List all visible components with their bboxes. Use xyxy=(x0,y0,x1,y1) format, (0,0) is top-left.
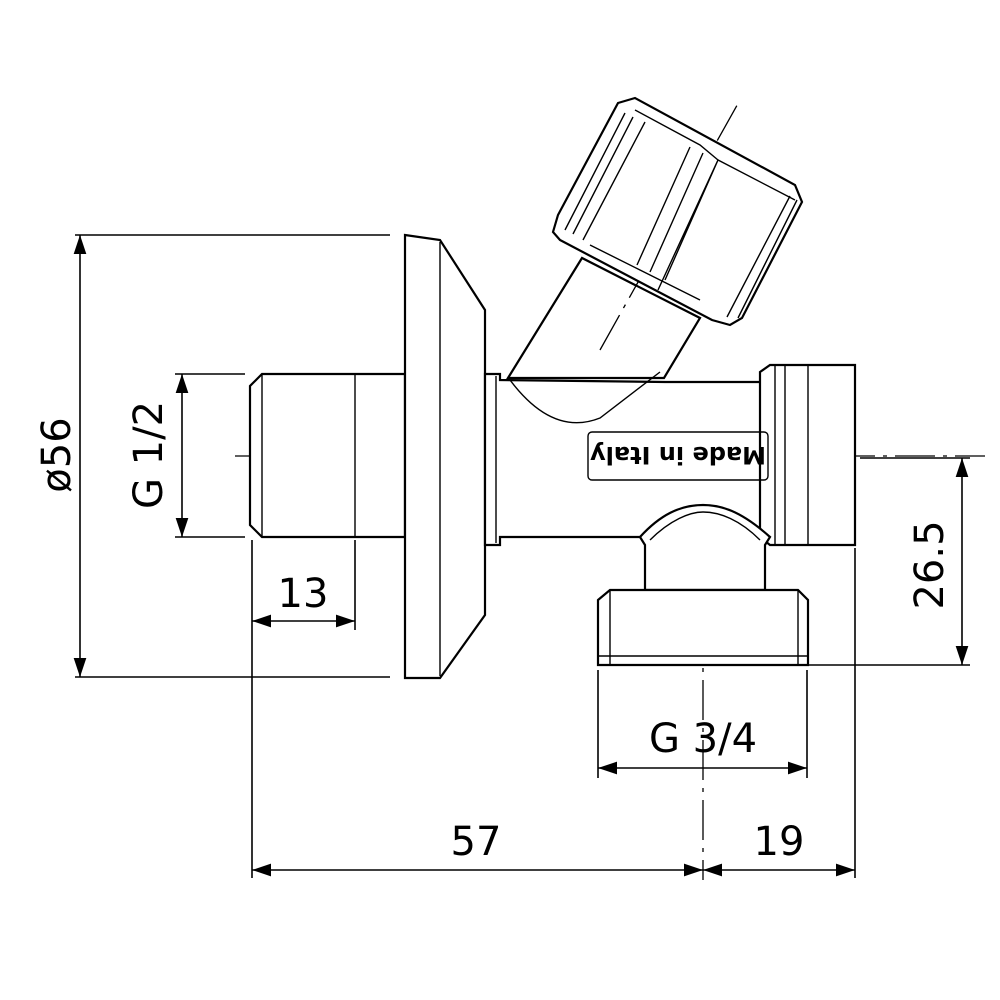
svg-text:26.5: 26.5 xyxy=(907,520,953,609)
bottom-outlet xyxy=(596,503,810,667)
dimension-thread-length: 13 xyxy=(252,540,356,630)
dimension-horizontal-lengths: 57 19 xyxy=(251,540,856,878)
dimension-outlet-thread: G 3/4 xyxy=(597,670,808,778)
svg-text:G 1/2: G 1/2 xyxy=(126,401,172,509)
svg-text:57: 57 xyxy=(451,819,502,865)
svg-text:13: 13 xyxy=(278,571,329,617)
wall-flange xyxy=(403,233,487,680)
dimension-flange-diameter: ø56 xyxy=(34,234,390,678)
svg-text:G 3/4: G 3/4 xyxy=(649,716,757,762)
svg-text:ø56: ø56 xyxy=(34,417,80,492)
body-marking: Made in Italy xyxy=(590,441,766,469)
dimension-inlet-thread: G 1/2 xyxy=(126,373,245,538)
valve-handle xyxy=(506,96,804,380)
inlet-thread-body xyxy=(248,372,407,539)
dimension-outlet-height: 26.5 xyxy=(808,457,970,666)
svg-text:19: 19 xyxy=(754,819,805,865)
